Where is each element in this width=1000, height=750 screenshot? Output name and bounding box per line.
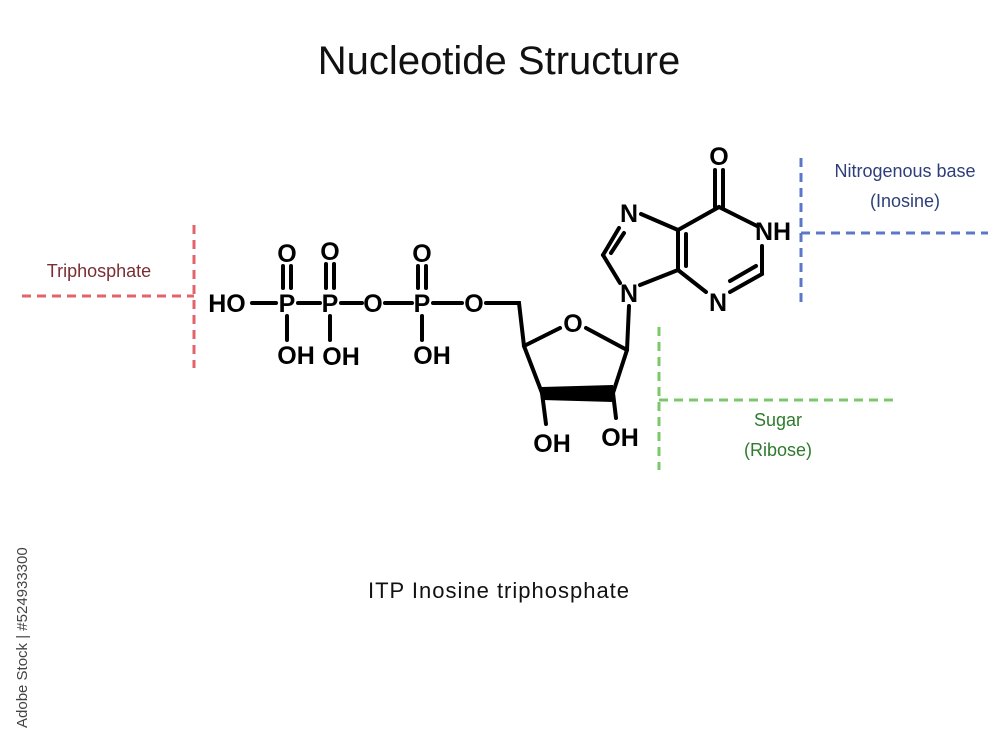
atom-o6: O: [709, 143, 728, 171]
caption: ITP Inosine triphosphate: [368, 578, 630, 603]
label-triphosphate: Triphosphate: [47, 261, 151, 281]
atom-oh-c3: OH: [533, 430, 571, 458]
triphosphate-group: HO P P O P O O O O OH OH OH: [208, 238, 483, 371]
atom-o-top-p3: O: [412, 240, 431, 268]
atom-p3: P: [414, 290, 431, 318]
atom-p1: P: [279, 290, 296, 318]
bond-c3-c2-wedge: [542, 385, 613, 402]
inosine-base-group: N N O NH N: [601, 143, 791, 317]
bond-n7-c5: [639, 212, 680, 232]
bond-n9-c8: [601, 253, 622, 285]
atom-o-link1: O: [363, 290, 382, 318]
sugar-annotation: Sugar (Ribose): [657, 327, 898, 470]
bond-o-c5-c4: [484, 301, 526, 348]
bond-c3-oh: [540, 391, 548, 426]
bond-c1-c2: [611, 348, 629, 395]
base-annotation: Nitrogenous base (Inosine): [799, 158, 988, 306]
atom-p2: P: [322, 290, 339, 318]
bond-ring-o-c1: [584, 326, 629, 352]
bond-c2-n3: [728, 272, 764, 294]
triphosphate-annotation: Triphosphate: [22, 225, 196, 368]
atom-n9: N: [620, 280, 638, 308]
label-base-line2: (Inosine): [870, 191, 940, 211]
label-base-line1: Nitrogenous base: [834, 161, 975, 181]
bond-c4-ring-o: [522, 326, 562, 348]
atom-ring-o: O: [563, 310, 582, 338]
bond-c6-n1: [717, 205, 759, 228]
atom-oh-p2: OH: [322, 343, 360, 371]
atom-n7: N: [620, 200, 638, 228]
atom-o-top-p1: O: [277, 240, 296, 268]
atom-oh-c2: OH: [601, 424, 639, 452]
bond-n3-c4: [676, 268, 708, 294]
page-title: Nucleotide Structure: [318, 39, 680, 83]
atom-o-link2: O: [464, 290, 483, 318]
bond-c4-c3: [522, 344, 544, 395]
bond-c5-c6: [676, 205, 721, 232]
label-sugar-line2: (Ribose): [744, 440, 812, 460]
bond-c8-n7: [601, 226, 621, 257]
bond-c8-n7-double: [609, 231, 626, 255]
atom-nh1: NH: [755, 218, 791, 246]
atom-ho-left: HO: [208, 290, 246, 318]
stock-watermark-id: Adobe Stock | #524933300: [14, 547, 31, 728]
bond-c2-n3-double: [728, 264, 758, 283]
atom-o-top-p2: O: [320, 238, 339, 266]
atom-oh-p1: OH: [277, 342, 315, 370]
bond-c1-n9: [625, 304, 631, 352]
atom-oh-p3: OH: [413, 342, 451, 370]
bond-c2-oh: [611, 391, 618, 420]
label-sugar-line1: Sugar: [754, 410, 802, 430]
ribose-group: O OH OH: [484, 301, 639, 458]
bond-n9-c4: [638, 268, 680, 287]
atom-n3: N: [709, 289, 727, 317]
